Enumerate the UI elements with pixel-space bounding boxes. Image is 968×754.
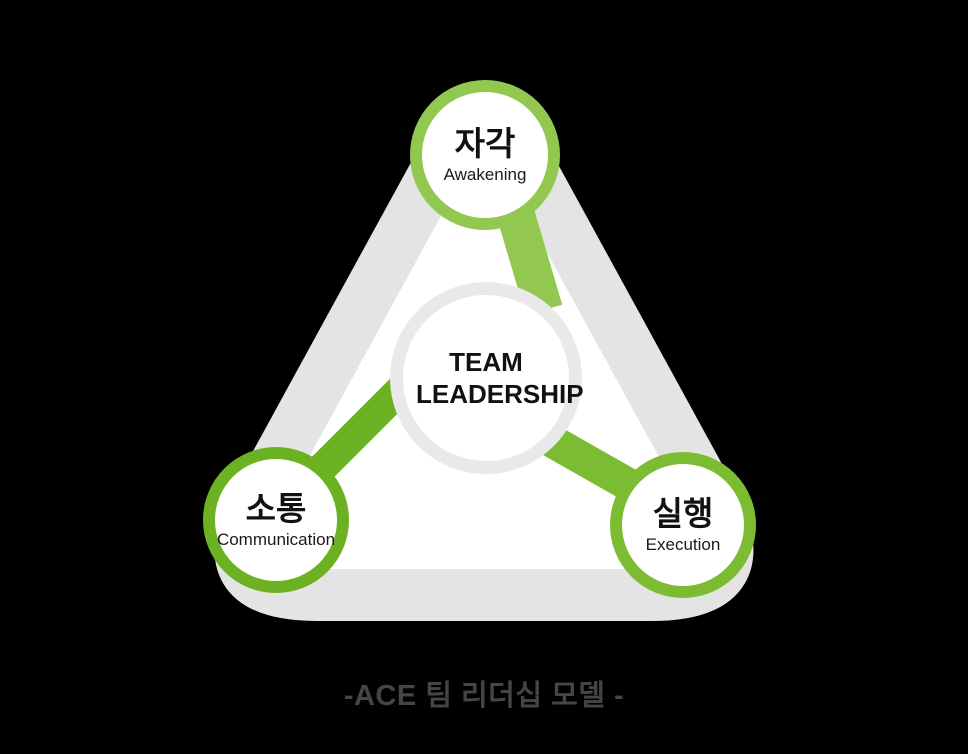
node-execution-label-en: Execution bbox=[645, 534, 721, 554]
node-team-leadership: TEAM LEADERSHIP bbox=[390, 282, 584, 474]
diagram-caption: -ACE 팀 리더십 모델 - bbox=[343, 680, 625, 712]
node-communication-label-en: Communication bbox=[216, 529, 336, 549]
node-awakening: 자각 Awakening bbox=[410, 80, 560, 230]
node-communication: 소통 Communication bbox=[203, 447, 349, 593]
node-communication-label-ko: 소통 bbox=[245, 489, 307, 527]
node-awakening-label-ko: 자각 bbox=[454, 124, 516, 162]
node-execution: 실행 Execution bbox=[610, 452, 756, 598]
center-title: TEAM LEADERSHIP bbox=[416, 346, 584, 410]
node-awakening-label-en: Awakening bbox=[443, 164, 527, 184]
node-execution-label-ko: 실행 bbox=[652, 494, 714, 532]
